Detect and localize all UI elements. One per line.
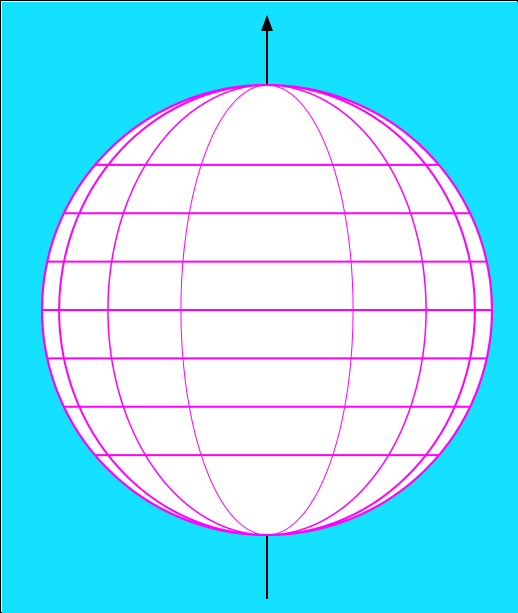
diagram-frame [0,0,518,613]
globe-diagram [2,2,518,613]
